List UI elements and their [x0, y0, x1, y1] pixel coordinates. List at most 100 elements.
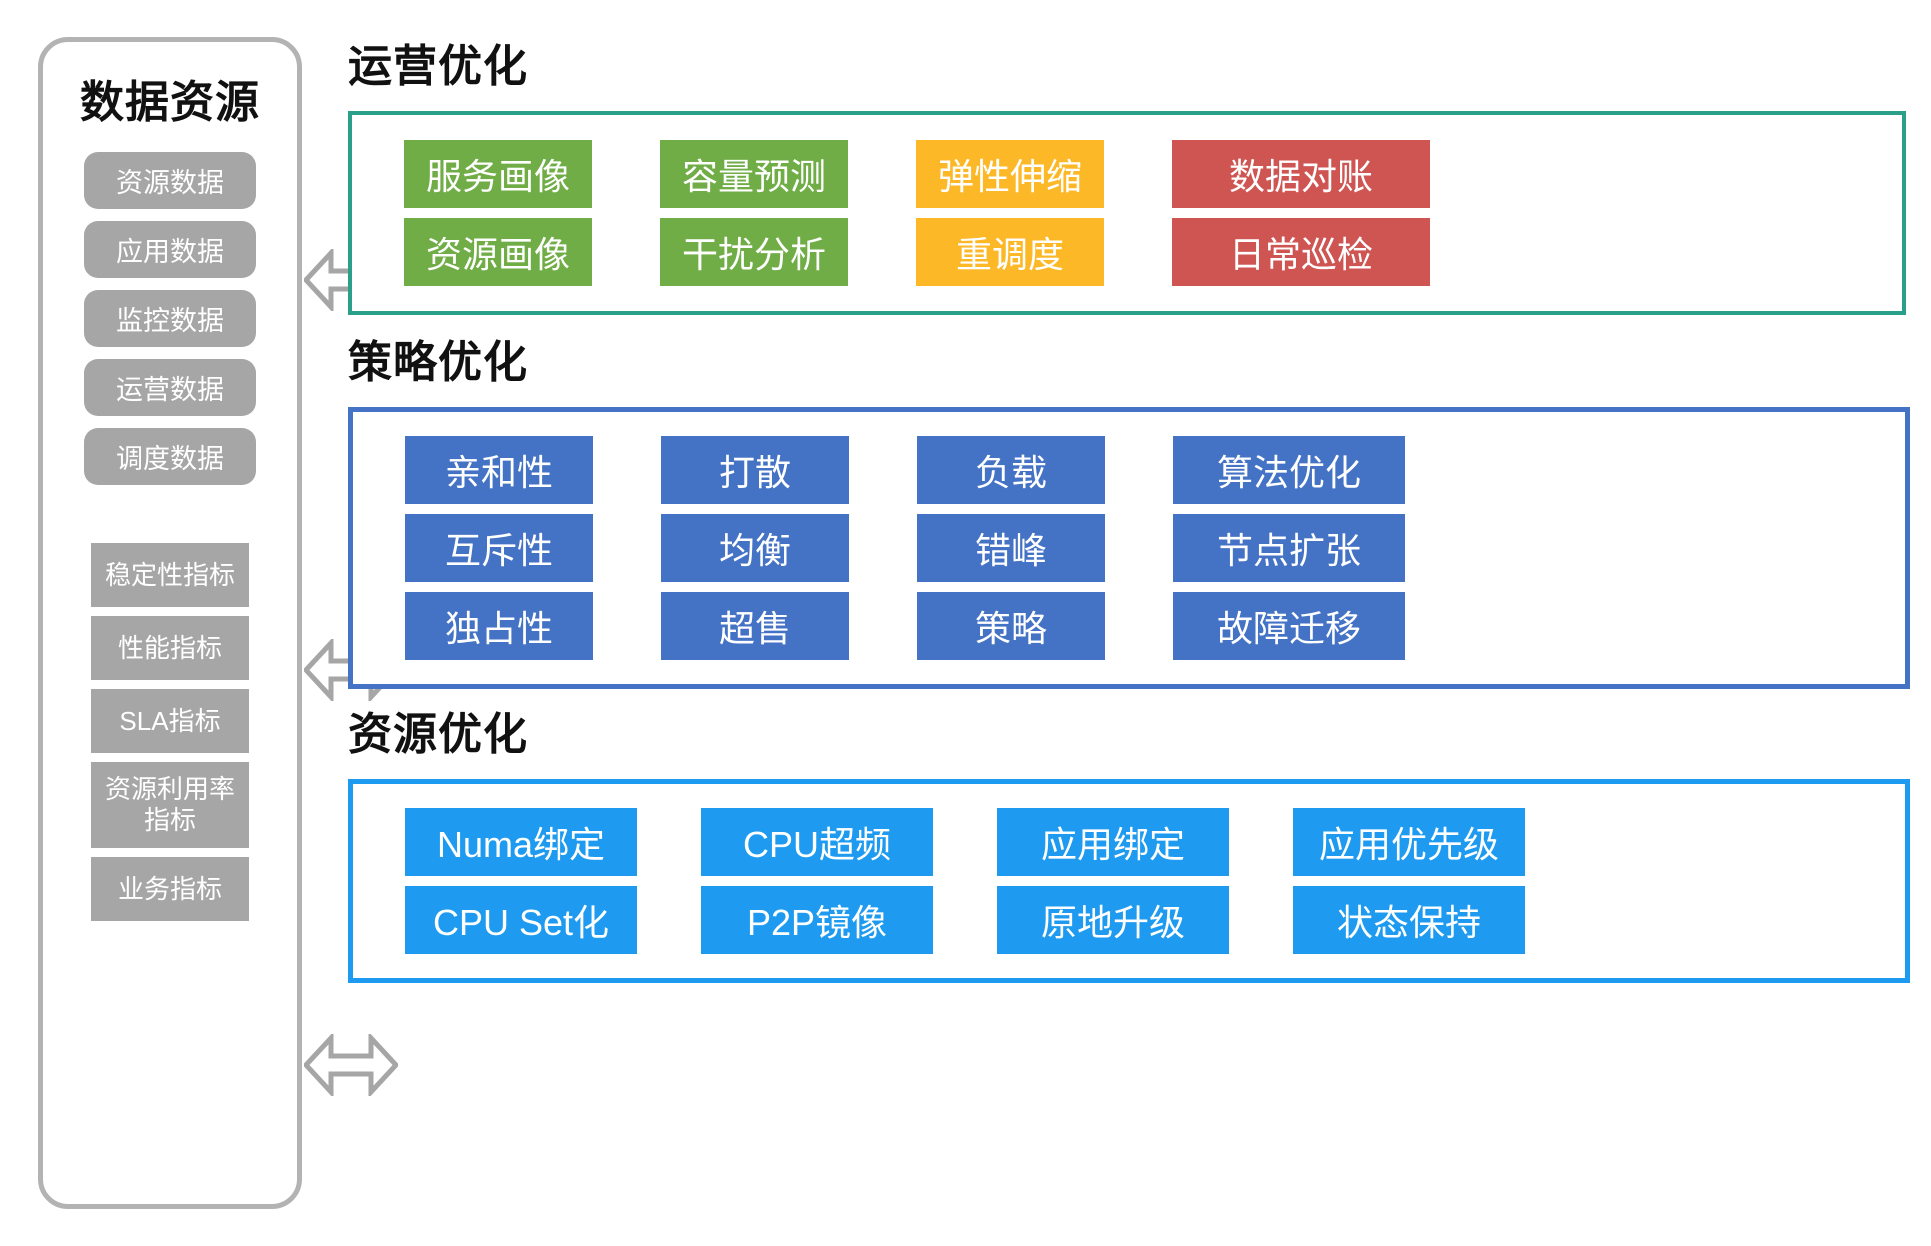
tile[interactable]: 故障迁移	[1173, 592, 1405, 660]
spacer	[637, 808, 701, 954]
section-body: Numa绑定 CPU Set化 CPU超频 P2P镜像 应用绑定 原地升级 应用…	[348, 779, 1910, 983]
tile-label: 干扰分析	[681, 234, 826, 275]
section-resource-optimization: 资源优化 Numa绑定 CPU Set化 CPU超频 P2P镜像 应用绑定 原地…	[348, 713, 1910, 983]
tile-column: 亲和性 互斥性 独占性	[405, 436, 593, 660]
pill-label: 调度数据	[116, 444, 224, 474]
tile[interactable]: 错峰	[917, 514, 1105, 582]
tile[interactable]: 干扰分析	[660, 218, 848, 286]
spacer	[1105, 436, 1173, 660]
tile[interactable]: 节点扩张	[1173, 514, 1405, 582]
tile-column: 打散 均衡 超售	[661, 436, 849, 660]
tile-label: 重调度	[955, 234, 1064, 275]
list-item[interactable]: SLA指标	[91, 689, 249, 753]
data-source-list: 资源数据 应用数据 监控数据 运营数据 调度数据	[84, 152, 256, 485]
tile-label: 日常巡检	[1228, 234, 1373, 275]
chip-label: 业务指标	[117, 873, 222, 904]
tile-column: 负载 错峰 策略	[917, 436, 1105, 660]
list-item[interactable]: 运营数据	[84, 359, 256, 416]
spacer	[1104, 140, 1172, 286]
list-item[interactable]: 稳定性指标	[91, 543, 249, 607]
list-item[interactable]: 监控数据	[84, 290, 256, 347]
tile[interactable]: 应用优先级	[1293, 808, 1525, 876]
section-title: 运营优化	[348, 42, 528, 91]
pill-label: 应用数据	[116, 237, 224, 267]
tile-column: CPU超频 P2P镜像	[701, 808, 933, 954]
tile[interactable]: 日常巡检	[1172, 218, 1430, 286]
tile[interactable]: 数据对账	[1172, 140, 1430, 208]
chip-label: 性能指标	[117, 632, 222, 663]
list-item[interactable]: 资源利用率指标	[91, 762, 249, 848]
tile-label: 资源画像	[425, 234, 570, 275]
metric-list: 稳定性指标 性能指标 SLA指标 资源利用率指标 业务指标	[91, 543, 249, 921]
tile-label: 互斥性	[444, 530, 553, 571]
tile[interactable]: 互斥性	[405, 514, 593, 582]
tile-label: 亲和性	[444, 452, 553, 493]
tile-label: 错峰	[974, 530, 1047, 571]
tile-label: 独占性	[444, 608, 553, 649]
tile-column: 应用绑定 原地升级	[997, 808, 1229, 954]
tile-label: CPU超频	[742, 824, 891, 865]
section-title: 资源优化	[348, 710, 528, 759]
list-item[interactable]: 应用数据	[84, 221, 256, 278]
tile[interactable]: 算法优化	[1173, 436, 1405, 504]
tile-label: 原地升级	[1040, 902, 1185, 943]
data-resource-panel: 数据资源 资源数据 应用数据 监控数据 运营数据 调度数据 稳定性指标 性能指标…	[38, 37, 302, 1209]
tile-column: 算法优化 节点扩张 故障迁移	[1173, 436, 1405, 660]
tile[interactable]: P2P镜像	[701, 886, 933, 954]
tile[interactable]: 容量预测	[660, 140, 848, 208]
section-body: 亲和性 互斥性 独占性 打散 均衡 超售 负载 错峰 策略 算法优化 节点扩张 …	[348, 407, 1910, 689]
tile[interactable]: 服务画像	[404, 140, 592, 208]
tile[interactable]: 弹性伸缩	[916, 140, 1104, 208]
tile-label: 节点扩张	[1216, 530, 1361, 571]
tile-label: 故障迁移	[1216, 608, 1361, 649]
tile-column: 服务画像 资源画像	[404, 140, 592, 286]
spacer	[848, 140, 916, 286]
tile-column: 弹性伸缩 重调度	[916, 140, 1104, 286]
list-item[interactable]: 调度数据	[84, 428, 256, 485]
tile[interactable]: 超售	[661, 592, 849, 660]
tile-label: 打散	[718, 452, 791, 493]
tile[interactable]: 原地升级	[997, 886, 1229, 954]
tile[interactable]: 亲和性	[405, 436, 593, 504]
tile[interactable]: CPU Set化	[405, 886, 637, 954]
tile[interactable]: 打散	[661, 436, 849, 504]
tile-column: 应用优先级 状态保持	[1293, 808, 1525, 954]
spacer	[592, 140, 660, 286]
spacer	[1229, 808, 1293, 954]
tile-label: P2P镜像	[746, 902, 888, 943]
tile-label: 算法优化	[1216, 452, 1361, 493]
section-body: 服务画像 资源画像 容量预测 干扰分析 弹性伸缩 重调度 数据对账 日常巡检	[348, 111, 1906, 315]
tile-label: CPU Set化	[432, 902, 610, 943]
spacer	[849, 436, 917, 660]
tile[interactable]: 均衡	[661, 514, 849, 582]
tile[interactable]: 重调度	[916, 218, 1104, 286]
list-item[interactable]: 性能指标	[91, 616, 249, 680]
section-strategy-optimization: 策略优化 亲和性 互斥性 独占性 打散 均衡 超售 负载 错峰 策略 算法优化	[348, 341, 1910, 689]
tile-label: 服务画像	[425, 156, 570, 197]
spacer	[933, 808, 997, 954]
tile[interactable]: 独占性	[405, 592, 593, 660]
tile[interactable]: 状态保持	[1293, 886, 1525, 954]
section-operations-optimization: 运营优化 服务画像 资源画像 容量预测 干扰分析 弹性伸缩 重调度 数据对账 日…	[348, 45, 1906, 315]
tile-label: 应用绑定	[1040, 824, 1185, 865]
tile-label: 状态保持	[1336, 902, 1481, 943]
tile-column: Numa绑定 CPU Set化	[405, 808, 637, 954]
chip-label: SLA指标	[119, 705, 221, 736]
tile-label: 容量预测	[681, 156, 826, 197]
tile[interactable]: 应用绑定	[997, 808, 1229, 876]
tile[interactable]: 策略	[917, 592, 1105, 660]
tile-label: 超售	[718, 608, 791, 649]
spacer	[593, 436, 661, 660]
tile[interactable]: CPU超频	[701, 808, 933, 876]
tile-column: 容量预测 干扰分析	[660, 140, 848, 286]
page-title: 数据资源	[80, 78, 260, 127]
tile-label: 应用优先级	[1318, 824, 1499, 865]
tile[interactable]: 资源画像	[404, 218, 592, 286]
list-item[interactable]: 业务指标	[91, 857, 249, 921]
tile[interactable]: Numa绑定	[405, 808, 637, 876]
tile[interactable]: 负载	[917, 436, 1105, 504]
tile-label: 策略	[974, 608, 1047, 649]
tile-label: 弹性伸缩	[937, 156, 1082, 197]
list-item[interactable]: 资源数据	[84, 152, 256, 209]
chip-label: 资源利用率指标	[104, 774, 235, 835]
